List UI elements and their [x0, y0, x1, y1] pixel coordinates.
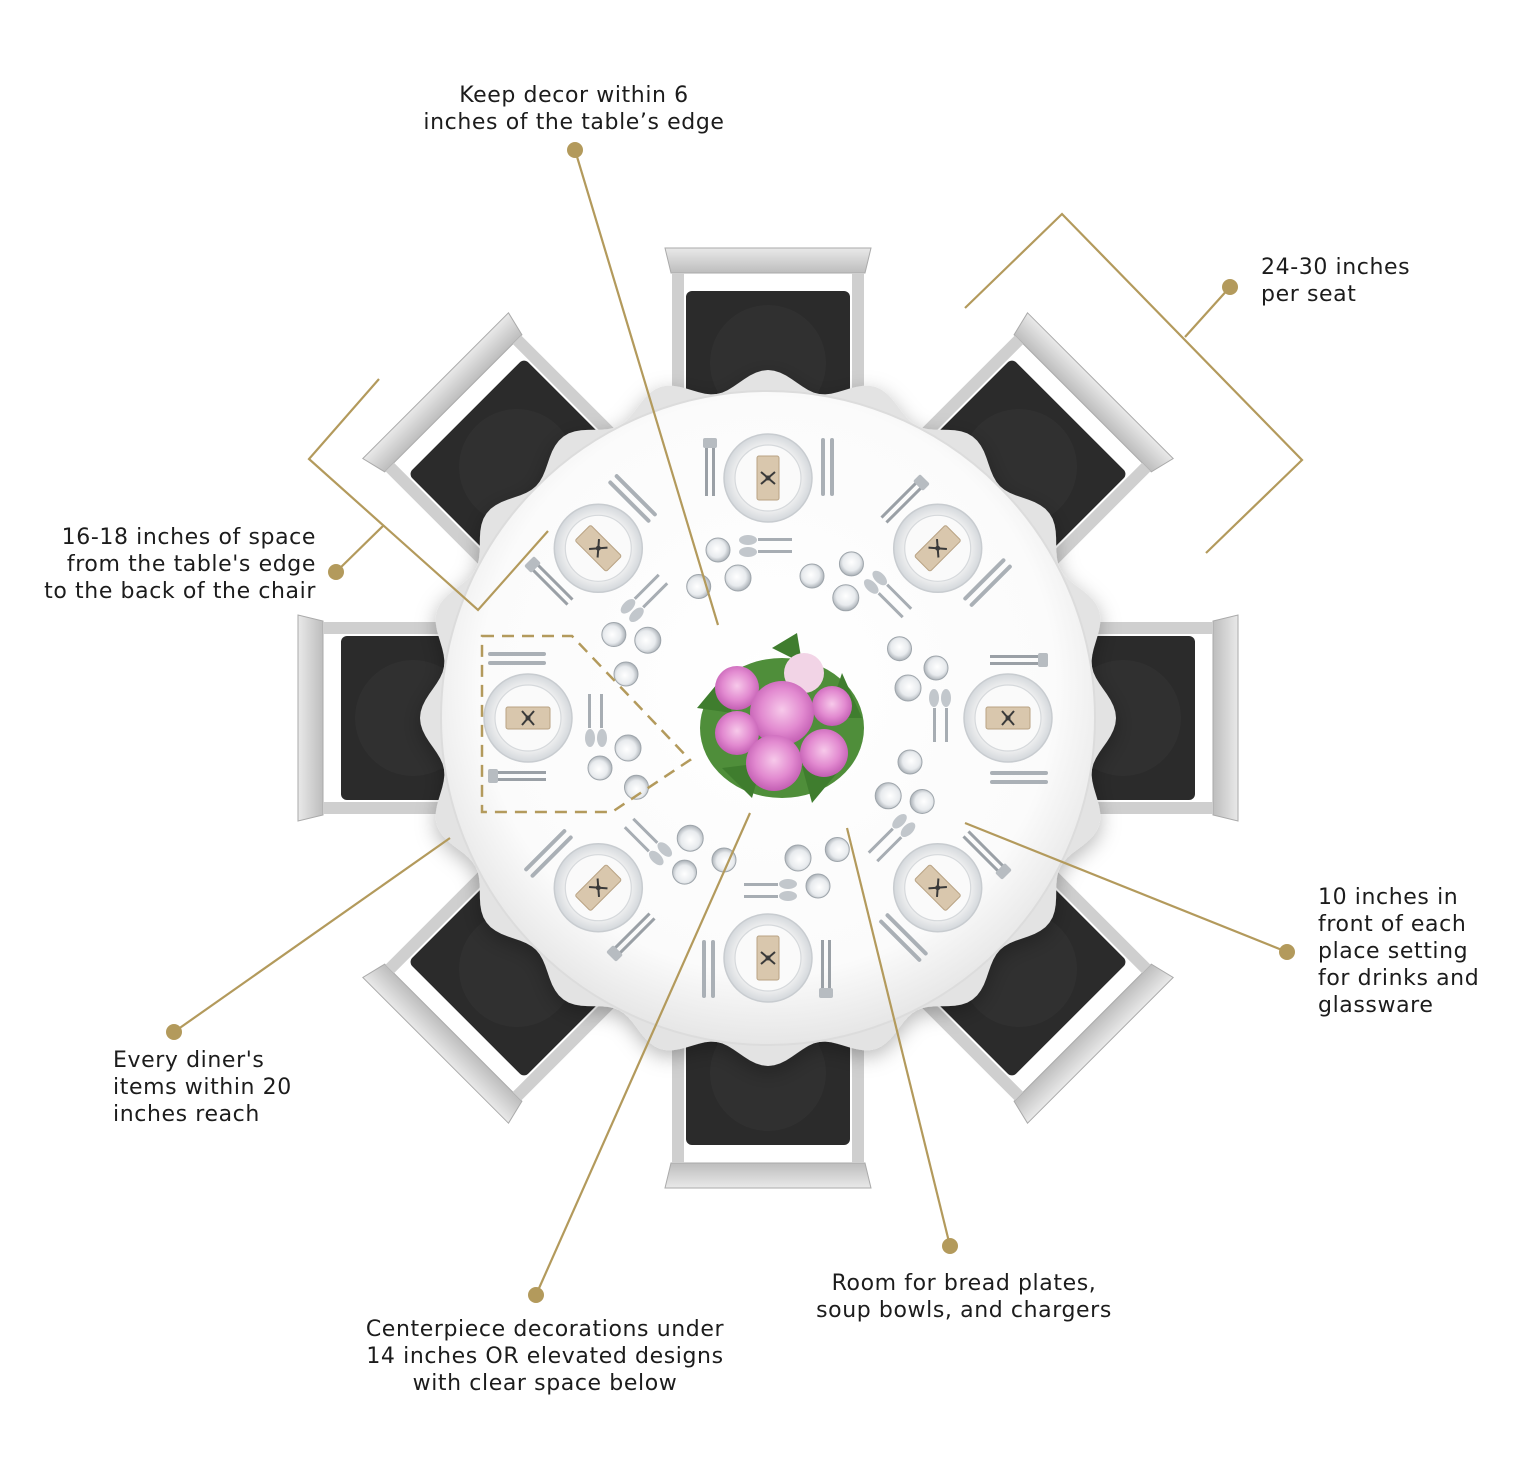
annotation-centerpiece: Centerpiece decorations under 14 inches … [365, 1317, 725, 1396]
annotation-decor-edge: Keep decor within 6 inches of the table’… [423, 83, 725, 135]
annotation-per-seat: 24-30 inches per seat [1261, 255, 1411, 307]
reach-zone-outline [480, 634, 692, 814]
annotation-dots [166, 142, 1295, 1303]
annotation-chair-space: 16-18 inches of space from the table's e… [44, 525, 316, 604]
annotation-leaders [173, 149, 1304, 1296]
annotation-bread: Room for bread plates, soup bowls, and c… [816, 1271, 1112, 1323]
annotation-drinks: 10 inches in front of each place setting… [1318, 885, 1480, 1018]
flower-bouquet-icon [697, 633, 864, 803]
annotation-reach: Every diner's items within 20 inches rea… [113, 1048, 292, 1127]
